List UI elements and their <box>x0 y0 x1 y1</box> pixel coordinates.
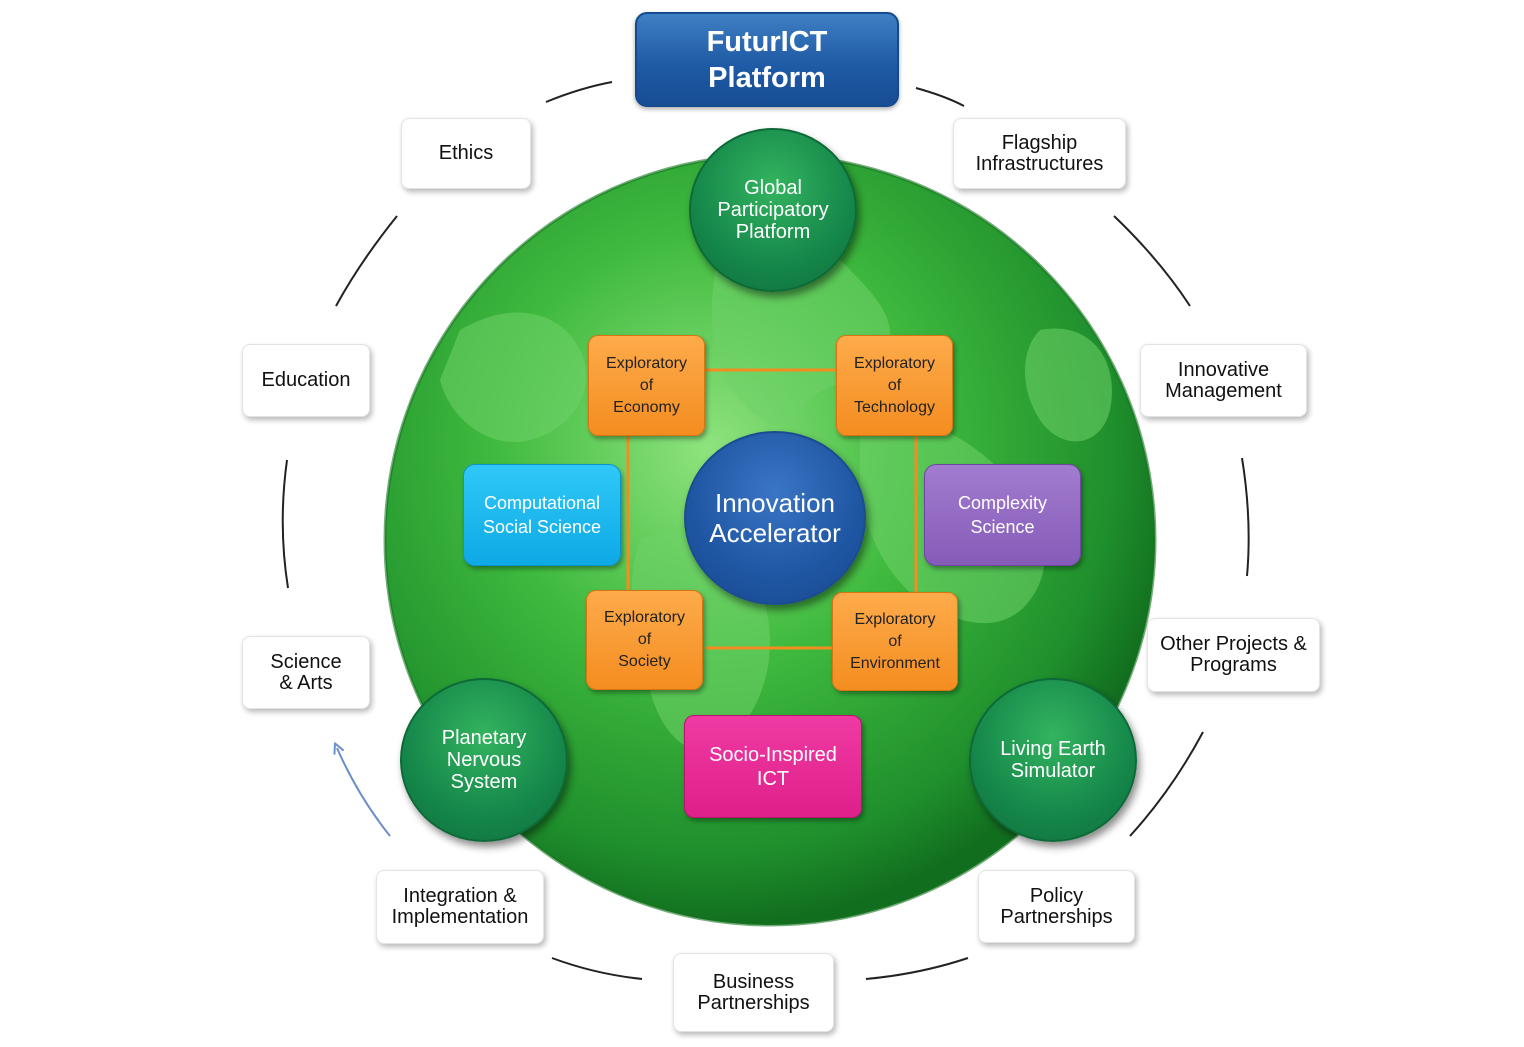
global-participatory-platform-circle: Global Participatory Platform <box>689 128 857 292</box>
exploratory-environment-box: Exploratory of Environment <box>832 592 958 691</box>
living-earth-simulator-circle: Living Earth Simulator <box>969 678 1137 842</box>
outer-ring-arcs <box>281 81 1250 980</box>
education-box: Education <box>242 344 370 417</box>
ethics-box: Ethics <box>401 118 531 189</box>
business-partnerships-box: Business Partnerships <box>673 953 834 1032</box>
exploratory-technology-box: Exploratory of Technology <box>836 335 953 436</box>
other-projects-box: Other Projects & Programs <box>1147 618 1320 692</box>
innovation-accelerator-circle: Innovation Accelerator <box>684 431 866 605</box>
flagship-infrastructures-box: Flagship Infrastructures <box>953 118 1126 189</box>
exploratory-society-box: Exploratory of Society <box>586 590 703 690</box>
policy-partnerships-box: Policy Partnerships <box>978 870 1135 943</box>
planetary-nervous-system-circle: Planetary Nervous System <box>400 678 568 842</box>
computational-social-science-box: Computational Social Science <box>463 464 621 566</box>
socio-inspired-ict-box: Socio-Inspired ICT <box>684 715 862 818</box>
science-arts-box: Science & Arts <box>242 636 370 709</box>
futurict-platform-title: FuturICT Platform <box>635 12 899 107</box>
integration-implementation-box: Integration & Implementation <box>376 870 544 944</box>
exploratory-connectors <box>626 368 918 650</box>
exploratory-economy-box: Exploratory of Economy <box>588 335 705 436</box>
complexity-science-box: Complexity Science <box>924 464 1081 566</box>
innovative-management-box: Innovative Management <box>1140 344 1307 417</box>
ring-arrow <box>337 748 391 837</box>
